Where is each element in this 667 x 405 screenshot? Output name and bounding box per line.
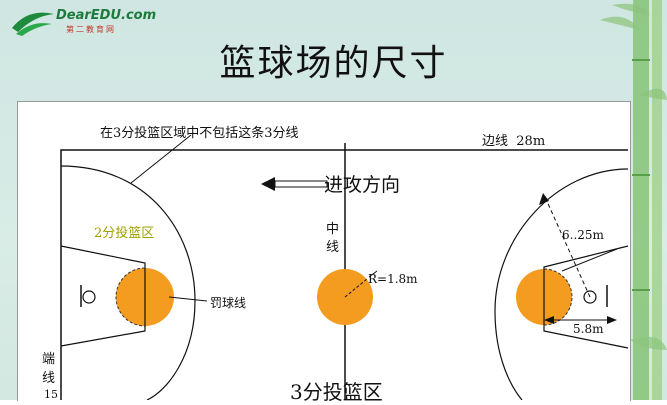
endline-value: 15	[44, 388, 58, 401]
diagram-panel	[17, 101, 631, 401]
page-title: 篮球场的尺寸	[219, 43, 448, 84]
two-point-area-label: 2分投篮区	[94, 226, 155, 241]
note-pointer	[130, 134, 192, 184]
attack-direction-arrow	[261, 177, 328, 191]
logo	[8, 4, 148, 44]
three-point-radius-line	[544, 196, 591, 298]
three-point-area-label: 3分投篮区	[290, 380, 383, 404]
three-point-radius-label: 6..25m	[562, 228, 604, 242]
sideline-label: 边线 28m	[482, 130, 545, 149]
center-circle-radius-label: R=1.8m	[368, 272, 418, 286]
right-three-point-arc	[494, 168, 629, 400]
free-throw-distance-label: 5.8m	[573, 322, 604, 336]
endline-label-bottom: 线	[42, 371, 56, 386]
logo-subtitle: 第二教育网	[66, 25, 116, 34]
free-throw-line-label: 罚球线	[210, 296, 247, 310]
radius-label-pointer	[368, 270, 378, 278]
three-point-line-note: 在3分投篮区域中不包括这条3分线	[100, 126, 299, 141]
sideline-value: 28m	[516, 134, 546, 149]
logo-brand: DearEDU.com	[56, 8, 157, 23]
logo-swirl-icon	[12, 12, 54, 36]
center-line-label-bottom: 线	[326, 240, 340, 255]
court-boundary	[60, 149, 628, 400]
left-basket	[82, 290, 96, 304]
attack-direction-label: 进攻方向	[324, 174, 401, 196]
free-throw-pointer	[168, 296, 208, 302]
basketball-court-diagram	[60, 134, 629, 400]
left-three-point-arc	[60, 165, 196, 400]
sideline-text: 边线	[482, 134, 509, 149]
endline-label-top: 端	[42, 352, 56, 367]
center-line-label-top: 中	[326, 222, 340, 237]
